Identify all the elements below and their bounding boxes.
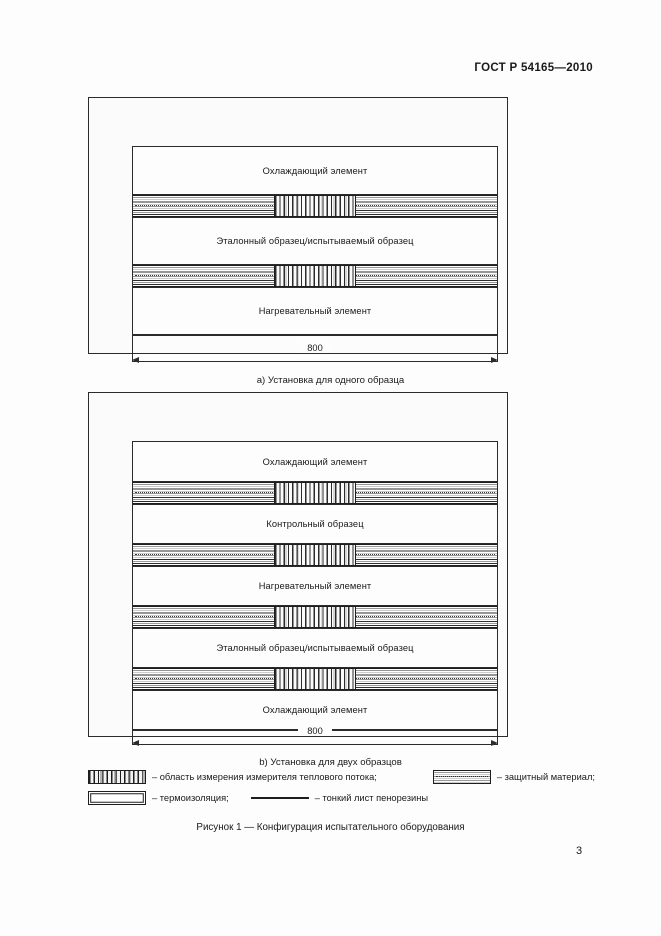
block-label: Нагревательный элемент [258, 306, 372, 316]
block-label: Эталонный образец/испытываемый образец [216, 236, 414, 246]
block-label: Контрольный образец [266, 519, 364, 529]
measurement-area-swatch [88, 770, 146, 784]
thin-foam-rubber-line-swatch [250, 797, 309, 799]
figure-b-caption: b) Установка для двух образцов [259, 757, 402, 768]
block-label: Охлаждающий элемент [262, 705, 368, 715]
figure-a-sensor-band-1 [133, 195, 497, 217]
figure-a-apparatus-stack: Охлаждающий элемент Эталонный образец/ис… [132, 146, 498, 354]
legend-row-1: – область измерения измерителя теплового… [88, 770, 595, 784]
measurement-area-pattern [274, 669, 356, 689]
measurement-area-pattern [274, 266, 356, 286]
legend-item-thermal-insulation: – термоизоляция; [88, 791, 229, 805]
figure-b-apparatus-stack: Охлаждающий элемент Контрольный образец … [132, 441, 498, 737]
dimension-arrow-left-icon [132, 740, 139, 747]
document-standard-header: ГОСТ Р 54165—2010 [474, 62, 593, 74]
block-label: Нагревательный элемент [258, 581, 372, 591]
measurement-area-pattern [274, 545, 356, 565]
figure-b-block-control-specimen: Контрольный образец [133, 504, 497, 544]
figure-a-block-heating-element: Нагревательный элемент [133, 287, 497, 335]
figure-a-block-cooling-element: Охлаждающий элемент [133, 147, 497, 195]
figure-legend: – область измерения измерителя теплового… [88, 770, 595, 812]
figure-a-sensor-band-2 [133, 265, 497, 287]
figure-b-sensor-band-4 [133, 668, 497, 690]
page-number: 3 [576, 845, 583, 857]
legend-label: – термоизоляция; [152, 793, 229, 803]
block-label: Охлаждающий элемент [262, 165, 368, 176]
legend-label: – защитный материал; [496, 772, 595, 782]
measurement-area-pattern [274, 607, 356, 627]
legend-item-thin-foam-rubber: – тонкий лист пенорезины [250, 793, 429, 803]
figure-b-sensor-band-2 [133, 544, 497, 566]
dimension-tick-right [497, 721, 498, 745]
dimension-tick-right [497, 338, 498, 362]
legend-item-protective-material: – защитный материал; [432, 770, 595, 784]
figure-a-block-reference-specimen: Эталонный образец/испытываемый образец [133, 217, 497, 265]
legend-label: – область измерения измерителя теплового… [152, 772, 377, 782]
figure-b-sensor-band-3 [133, 606, 497, 628]
legend-item-measurement-area: – область измерения измерителя теплового… [88, 770, 377, 784]
dimension-value: 800 [298, 726, 332, 736]
legend-label: – тонкий лист пенорезины [314, 793, 429, 803]
legend-row-2: – термоизоляция; – тонкий лист пенорезин… [88, 791, 573, 805]
figure-b-dimension-800: 800 [132, 721, 498, 750]
figure-a-dimension-800: 800 [132, 338, 498, 367]
measurement-area-pattern [274, 483, 356, 503]
dimension-value: 800 [298, 343, 332, 353]
figure-b-block-cooling-element-bottom: Охлаждающий элемент [133, 690, 497, 730]
measurement-area-pattern [274, 196, 356, 216]
dimension-arrow-right-icon [491, 357, 498, 364]
block-label: Эталонный образец/испытываемый образец [216, 643, 414, 653]
figure-title: Рисунок 1 — Конфигурация испытательного … [196, 822, 465, 833]
thermal-insulation-swatch [88, 791, 146, 805]
dimension-arrow-left-icon [132, 357, 139, 364]
dimension-arrow-right-icon [491, 740, 498, 747]
dimension-line [132, 744, 498, 745]
dimension-tick-left [132, 338, 133, 362]
block-label: Охлаждающий элемент [262, 456, 368, 467]
protective-material-swatch [432, 770, 491, 784]
dimension-tick-left [132, 721, 133, 745]
figure-b-block-heating-element: Нагревательный элемент [133, 566, 497, 606]
dimension-line [132, 361, 498, 362]
figure-a-caption: a) Установка для одного образца [256, 375, 405, 386]
figure-b-block-reference-specimen: Эталонный образец/испытываемый образец [133, 628, 497, 668]
figure-b-block-cooling-element-top: Охлаждающий элемент [133, 442, 497, 482]
figure-b-sensor-band-1 [133, 482, 497, 504]
